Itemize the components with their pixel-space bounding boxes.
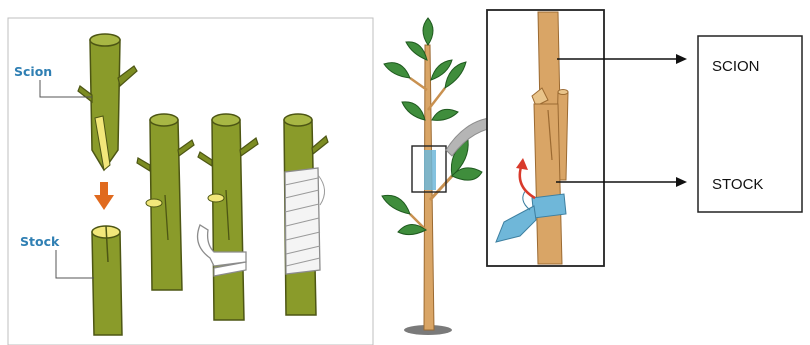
stock-piece [92, 226, 122, 335]
zoom-inset [487, 10, 604, 266]
stock-label-box: STOCK [712, 176, 763, 193]
scion-label: Scion [14, 64, 52, 79]
left-panel: Scion Stock [8, 18, 373, 345]
scion-label-box: SCION [712, 58, 760, 75]
label-box: SCION STOCK [698, 36, 802, 212]
stock-label: Stock [20, 234, 60, 249]
grafting-tape [532, 194, 566, 218]
graft-union-tape [424, 150, 436, 190]
